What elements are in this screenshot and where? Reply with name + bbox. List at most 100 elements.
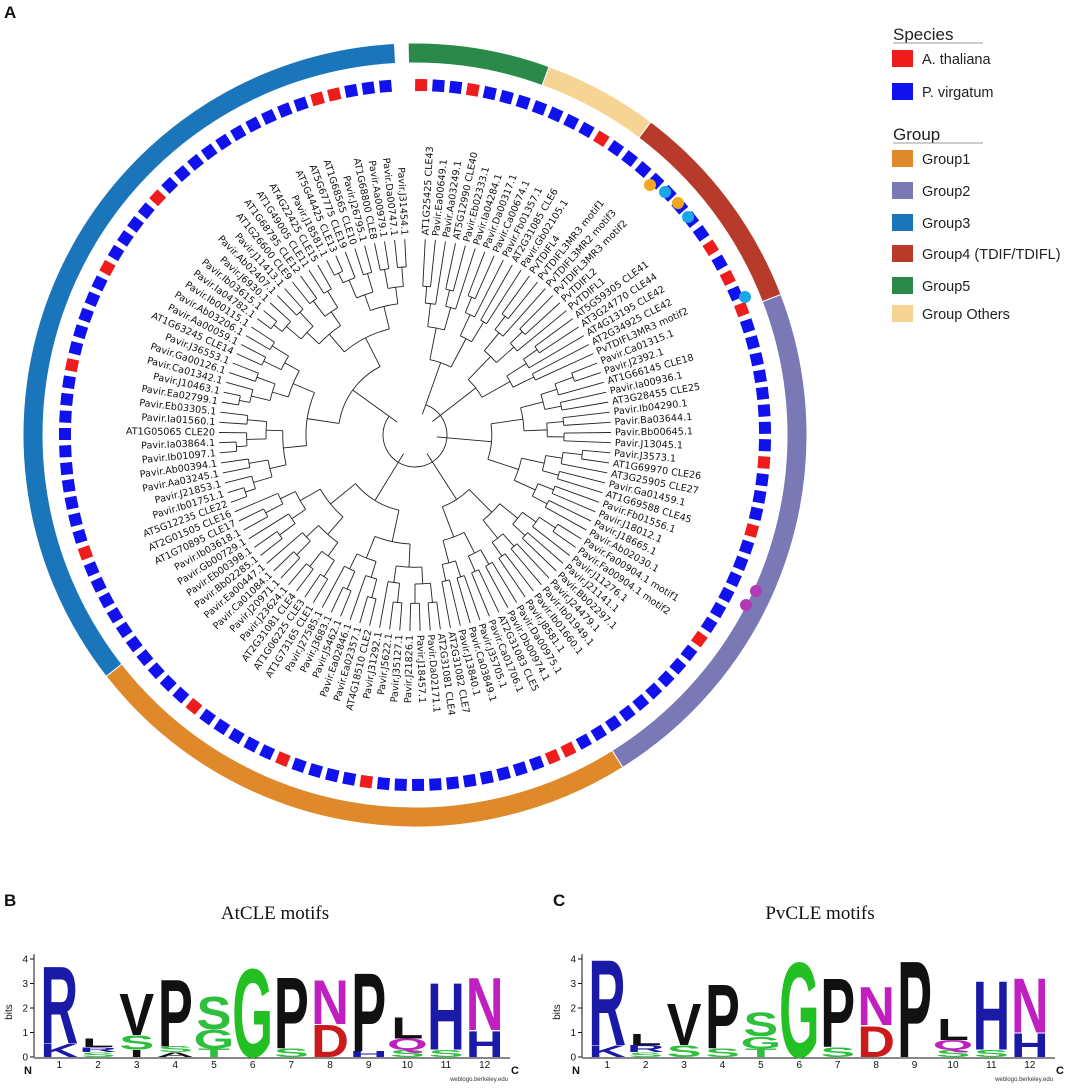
species-square (161, 176, 179, 194)
tree-branch (471, 572, 490, 617)
tree-branch (563, 440, 611, 444)
tree-branch (436, 436, 447, 439)
tree-branch (321, 550, 335, 561)
logo-letter: S (705, 1046, 740, 1059)
tree-branch (426, 453, 433, 463)
tree-branch (299, 488, 321, 502)
tree-branch (545, 455, 563, 459)
tree-branch (280, 491, 296, 500)
tree-branch (581, 458, 610, 464)
tree-branch (317, 264, 332, 290)
position-label: 10 (947, 1060, 959, 1071)
logo-letter: L (82, 1037, 114, 1050)
logo-letter: S (936, 1048, 971, 1059)
motif-markers (644, 179, 762, 611)
tree-branch (236, 353, 263, 366)
tree-branch (364, 294, 371, 311)
species-square (325, 767, 340, 783)
logo-letter: L (391, 1012, 423, 1046)
tree-branch (441, 564, 447, 581)
logo-letter: N (857, 977, 895, 1037)
tree-branch (429, 327, 437, 360)
species-square (342, 771, 357, 786)
position-label: 1 (57, 1060, 63, 1071)
species-square (512, 761, 528, 777)
tree-branch (294, 491, 306, 510)
logo-letter: K (588, 1042, 626, 1061)
species-square (117, 230, 134, 247)
legend-label-a-thaliana: A. thaliana (922, 52, 991, 68)
tree-branch (296, 540, 311, 556)
legend-label-group-5: Group5 (922, 279, 970, 295)
position-label: 10 (402, 1060, 414, 1071)
legend-swatch-group-3 (892, 214, 913, 231)
species-square (749, 352, 764, 367)
tree-branch (338, 366, 381, 424)
logo-letter: D (311, 1016, 349, 1067)
species-square (308, 763, 324, 779)
species-square (429, 778, 442, 791)
logo-letter: P (351, 950, 386, 1076)
tree-branch (245, 335, 271, 350)
species-square (734, 301, 750, 318)
tree-branch (273, 551, 294, 572)
tree-branch (467, 251, 486, 296)
tree-branch (365, 337, 381, 367)
c-terminus-label: C (511, 1065, 519, 1077)
tree-branch (340, 590, 352, 617)
species-square (64, 358, 80, 373)
tree-branch (459, 314, 471, 337)
species-square (732, 555, 749, 572)
species-square (669, 657, 687, 675)
position-label: 1 (604, 1060, 610, 1071)
y-tick-label: 3 (22, 979, 28, 990)
logo-letter: N (466, 963, 504, 1046)
tree-branch (283, 445, 307, 449)
species-square (725, 571, 742, 588)
logo-letter: S (744, 1006, 779, 1044)
logo-letter: N (311, 968, 349, 1038)
legend-swatch-group-6 (892, 305, 913, 322)
tree-branch (563, 432, 611, 434)
panel-label-a: A (4, 3, 16, 22)
species-square (98, 592, 115, 609)
tree-branch (354, 248, 364, 275)
tree-branch (271, 345, 289, 357)
leaf-label: Pavir.J35127.1 (389, 634, 405, 703)
species-square (243, 736, 260, 753)
logo-letter: T (198, 1047, 230, 1060)
species-square (632, 694, 650, 711)
tree-branch (223, 391, 241, 397)
motif-dot (682, 211, 694, 223)
tree-branch (474, 255, 495, 299)
position-label: 6 (250, 1060, 256, 1071)
logo-letter: S (158, 1044, 193, 1054)
tree-branch (446, 437, 492, 443)
tree-branch (408, 543, 411, 568)
legend-species-title: Species (893, 25, 953, 44)
species-square (462, 773, 477, 788)
tree-branch (391, 510, 400, 542)
tree-branch (467, 379, 483, 398)
leaf-label: Pavir.Ia01560.1 (141, 412, 216, 428)
species-square (83, 561, 100, 577)
tree-branch (460, 335, 472, 343)
tree-branch (227, 487, 245, 494)
species-square (275, 751, 291, 767)
species-square (59, 410, 72, 423)
tree-branch (367, 273, 374, 293)
logo-letter: I (129, 1048, 144, 1059)
tree-branch (365, 536, 376, 559)
legend-swatch-group-4 (892, 245, 913, 262)
tree-branch (574, 372, 601, 382)
tree-branch (282, 430, 287, 465)
tree-branch (480, 264, 513, 321)
tree-branch (480, 549, 490, 565)
tree-branch (349, 575, 367, 621)
tree-branch (312, 300, 326, 317)
tree-branch (545, 506, 587, 531)
tree-branch (442, 560, 456, 565)
tree-branch (582, 449, 611, 454)
tree-branch (467, 295, 476, 300)
legend-swatch-p-virgatum (892, 83, 913, 100)
